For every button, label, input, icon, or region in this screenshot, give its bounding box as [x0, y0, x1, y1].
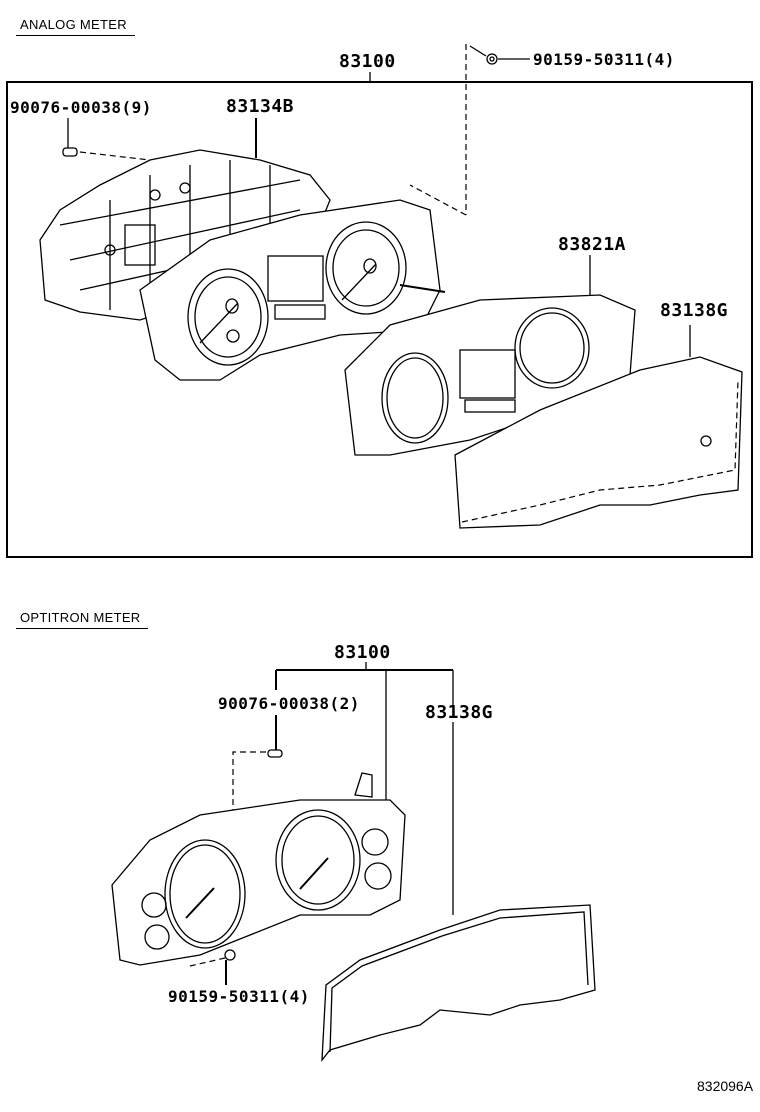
screw-icon	[189, 949, 236, 985]
screw-icon	[62, 118, 151, 161]
section-title-optitron: OPTITRON METER	[16, 610, 149, 629]
analog-dial-assembly	[139, 199, 446, 381]
part-label-analog-screw-small[interactable]: 90076-00038(9)	[10, 98, 152, 117]
optitron-bracket	[275, 662, 454, 915]
part-label-optitron-screw-small[interactable]: 90076-00038(2)	[218, 694, 360, 713]
leader-dash-to-tab	[409, 184, 467, 216]
part-label-analog-glass[interactable]: 83138G	[660, 300, 729, 321]
screw-icon	[232, 749, 283, 820]
part-label-optitron-screw-large[interactable]: 90159-50311(4)	[168, 987, 310, 1006]
diagram-reference-code: 832096A	[697, 1078, 754, 1094]
analog-assembly-frame	[6, 81, 753, 558]
part-label-analog-screw-large[interactable]: 90159-50311(4)	[533, 50, 675, 69]
part-label-optitron-assembly[interactable]: 83100	[334, 642, 391, 663]
optitron-glass-83138G	[321, 904, 596, 1062]
optitron-meter-body	[111, 772, 406, 966]
screw-icon	[465, 44, 530, 215]
section-title-analog: ANALOG METER	[16, 17, 135, 36]
meter-glass-83138G	[454, 325, 743, 529]
part-label-analog-assembly[interactable]: 83100	[339, 51, 396, 72]
part-label-hood[interactable]: 83821A	[558, 234, 627, 255]
meter-hood-83821A	[344, 255, 636, 456]
part-label-optitron-glass[interactable]: 83138G	[425, 702, 494, 723]
part-label-case[interactable]: 83134B	[226, 96, 295, 117]
